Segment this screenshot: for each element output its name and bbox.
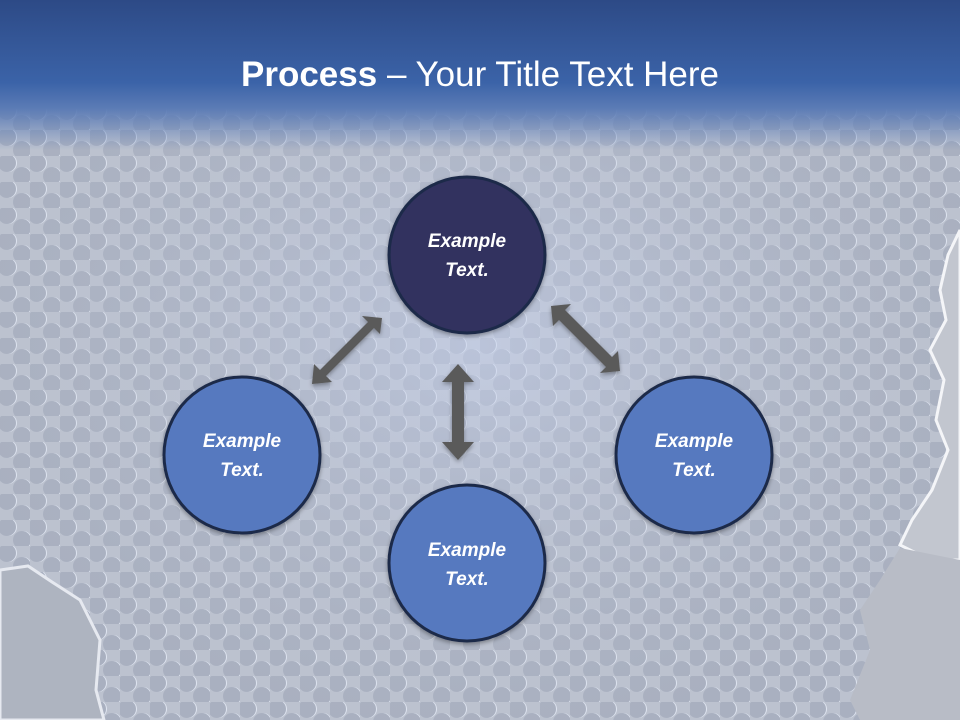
node-center-line1: Example (428, 231, 507, 252)
node-left-line1: Example (203, 431, 282, 452)
slide-title: Process – Your Title Text Here (0, 52, 960, 98)
stone-fragment-left (0, 564, 106, 720)
arrow-center-bottom (442, 364, 474, 460)
node-bottom: Example Text. (387, 483, 547, 643)
node-right-line2: Text. (672, 460, 716, 481)
node-left-line2: Text. (220, 460, 264, 481)
node-right: Example Text. (614, 375, 774, 535)
arrow-center-left (312, 316, 382, 384)
node-center: Example Text. (387, 175, 547, 335)
node-bottom-line1: Example (428, 540, 507, 561)
node-left: Example Text. (162, 375, 322, 535)
arrow-center-right (551, 304, 620, 373)
node-right-line1: Example (655, 431, 734, 452)
title-rest-part: – Your Title Text Here (377, 55, 719, 94)
title-bold-part: Process (241, 55, 378, 94)
node-center-line2: Text. (445, 260, 489, 281)
node-bottom-line2: Text. (445, 569, 489, 590)
title-bar (0, 0, 960, 150)
